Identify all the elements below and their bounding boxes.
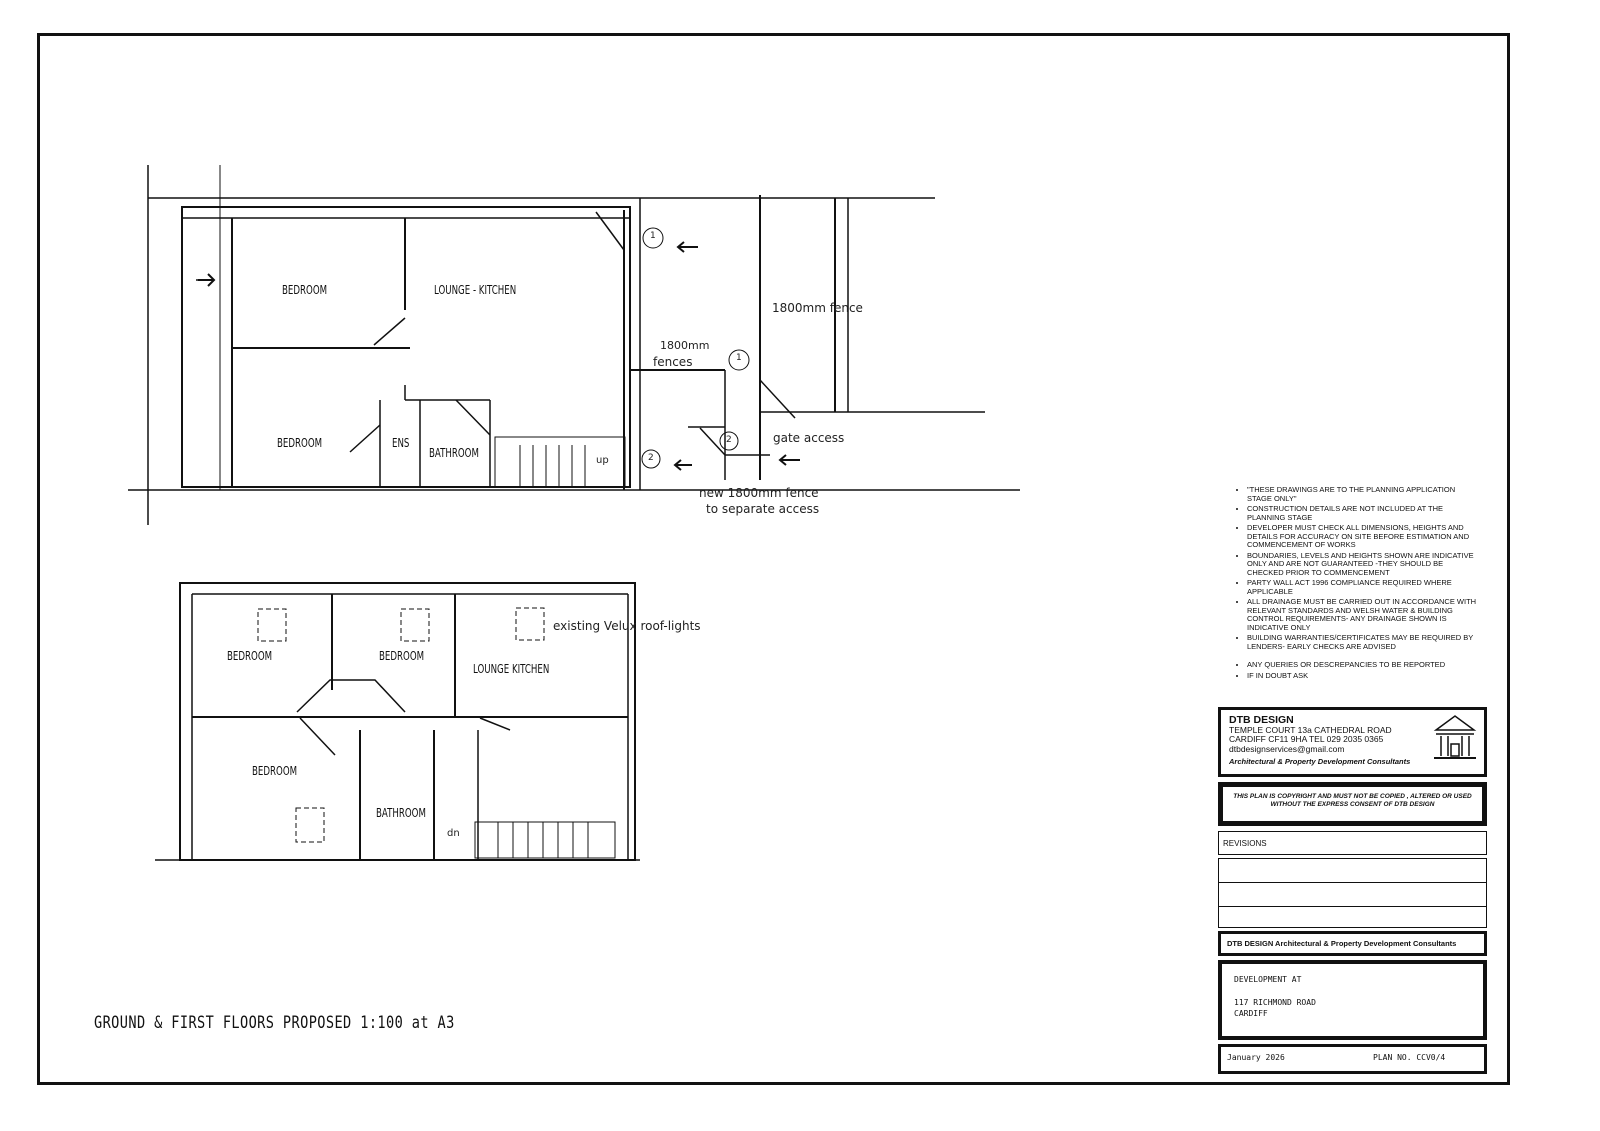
note-item: IF IN DOUBT ASK [1247,671,1480,681]
marker-label: 2 [648,453,654,463]
stair-up-label: up [596,455,609,466]
note-item: "THESE DRAWINGS ARE TO THE PLANNING APPL… [1247,485,1480,503]
new-fence-note: to separate access [706,502,820,516]
room-label: LOUNGE - KITCHEN [434,283,517,297]
note-item: BUILDING WARRANTIES/CERTIFICATES MAY BE … [1247,633,1480,651]
room-label: BATHROOM [376,806,426,820]
gate-access-note: gate access [773,431,845,445]
drawing-date: January 2026 [1227,1053,1285,1062]
marker-label: 1 [650,231,656,241]
development-block: DEVELOPMENT AT 117 RICHMOND ROAD CARDIFF [1218,960,1487,1040]
room-label: ENS [392,436,410,450]
room-label: BEDROOM [252,764,298,778]
company-banner: DTB DESIGN Architectural & Property Deve… [1218,931,1487,956]
copyright-notice: THIS PLAN IS COPYRIGHT AND MUST NOT BE C… [1218,782,1487,826]
company-address: CARDIFF CF11 9HA TEL 029 2035 0365 [1229,734,1384,744]
roof-light-markers [257,607,545,843]
room-label: BEDROOM [277,436,323,450]
note-item: DEVELOPER MUST CHECK ALL DIMENSIONS, HEI… [1247,523,1480,550]
note-item: BOUNDARIES, LEVELS AND HEIGHTS SHOWN ARE… [1247,551,1480,578]
room-label: BEDROOM [227,649,273,663]
site-address: 117 RICHMOND ROAD [1234,998,1316,1007]
plan-number: PLAN NO. CCV0/4 [1373,1053,1446,1062]
drawing-title: GROUND & FIRST FLOORS PROPOSED 1:100 at … [94,1013,455,1033]
revisions-table [1218,858,1487,928]
marker-label: 2 [726,435,732,445]
classical-building-icon [1433,715,1477,759]
room-label: BATHROOM [429,446,479,460]
date-plan-block: January 2026 PLAN NO. CCV0/4 [1218,1044,1487,1074]
ground-floor-plan [128,165,1020,525]
marker-label: 1 [736,353,742,363]
note-item: PARTY WALL ACT 1996 COMPLIANCE REQUIRED … [1247,578,1480,596]
rooflights-note: existing Velux roof-lights [553,619,701,633]
company-block: DTB DESIGN TEMPLE COURT 13a CATHEDRAL RO… [1218,707,1487,777]
revisions-header: REVISIONS [1218,831,1487,855]
room-label: LOUNGE KITCHEN [473,662,550,676]
fences-note: fences [653,355,693,369]
note-item: CONSTRUCTION DETAILS ARE NOT INCLUDED AT… [1247,504,1480,522]
room-label: BEDROOM [282,283,328,297]
note-item: ALL DRAINAGE MUST BE CARRIED OUT IN ACCO… [1247,597,1480,632]
note-item: ANY QUERIES OR DESCREPANCIES TO BE REPOR… [1247,660,1480,670]
stair-down-label: dn [447,828,460,839]
development-label: DEVELOPMENT AT [1234,975,1302,984]
company-tagline: Architectural & Property Development Con… [1229,757,1411,766]
company-email: dtbdesignservices@gmail.com [1229,743,1345,754]
company-address: TEMPLE COURT 13a CATHEDRAL ROAD [1229,724,1392,735]
drawing-sheet-border [37,33,1510,1085]
company-name: DTB DESIGN [1229,714,1294,726]
new-fence-note: new 1800mm fence [699,486,819,500]
notes-list: "THESE DRAWINGS ARE TO THE PLANNING APPL… [1225,485,1480,682]
fences-note: 1800mm [660,339,710,352]
fence-note: 1800mm fence [772,301,863,315]
first-floor-plan [155,582,640,861]
room-label: BEDROOM [379,649,425,663]
site-address: CARDIFF [1234,1009,1268,1018]
